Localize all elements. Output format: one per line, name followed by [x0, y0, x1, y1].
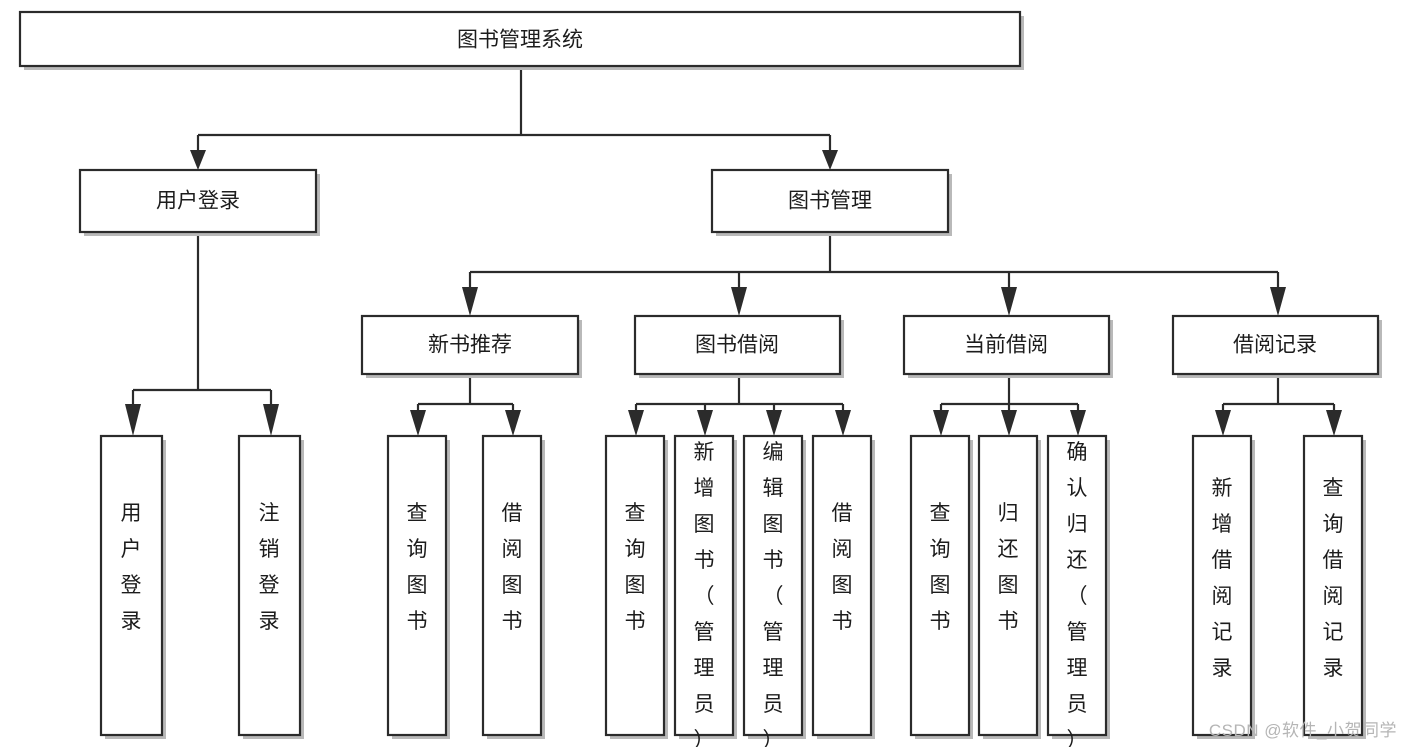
- leaf-user-login[interactable]: 用户登录: [99, 434, 166, 739]
- leaf-add-record-label: 新增借阅记录: [1212, 477, 1233, 680]
- leaf-query-book-1-box: [386, 434, 448, 737]
- leaf-confirm-return[interactable]: 确认归还（管理员）: [1046, 434, 1110, 747]
- node-new-book-rec-box: [360, 314, 580, 376]
- arrow-to-new-book-rec: [462, 287, 478, 316]
- arrow-to-leaf-borrow-book-1: [505, 410, 521, 436]
- leaf-borrow-book-1-label: 借阅图书: [502, 502, 523, 633]
- leaf-return-book[interactable]: 归还图书: [977, 434, 1041, 739]
- leaf-query-book-2-label: 查询图书: [625, 502, 646, 633]
- arrow-to-leaf-user-login: [125, 404, 141, 436]
- node-current-borrow[interactable]: 当前借阅: [902, 314, 1113, 378]
- node-book-manage-box: [710, 168, 950, 234]
- node-borrow-record-label: 借阅记录: [1233, 334, 1317, 357]
- leaf-logout-box: [237, 434, 302, 737]
- leaf-borrow-book-1[interactable]: 借阅图书: [481, 434, 545, 739]
- arrow-to-leaf-confirm-return: [1070, 410, 1086, 436]
- leaf-query-book-1[interactable]: 查询图书: [386, 434, 450, 739]
- leaf-add-book[interactable]: 新增图书（管理员）: [673, 434, 737, 747]
- leaf-add-book-label: 新增图书（管理员）: [694, 441, 715, 747]
- arrow-to-leaf-query-record: [1326, 410, 1342, 436]
- arrow-to-leaf-query-book-1: [410, 410, 426, 436]
- leaf-borrow-book-2-box: [811, 434, 873, 737]
- leaf-add-record-box: [1191, 434, 1253, 737]
- arrow-to-book-borrow: [731, 287, 747, 316]
- node-new-book-rec[interactable]: 新书推荐: [360, 314, 582, 378]
- node-current-borrow-label: 当前借阅: [964, 334, 1048, 357]
- leaf-edit-book-label: 编辑图书（管理员）: [763, 441, 784, 747]
- leaf-query-book-1-label: 查询图书: [407, 502, 428, 633]
- leaf-query-book-3-label: 查询图书: [930, 502, 951, 633]
- node-current-borrow-box: [902, 314, 1111, 376]
- arrow-to-leaf-logout: [263, 404, 279, 436]
- leaf-borrow-book-2-label: 借阅图书: [832, 502, 853, 633]
- arrow-to-leaf-query-book-3: [933, 410, 949, 436]
- node-borrow-record-box: [1171, 314, 1380, 376]
- node-root-box: [18, 10, 1022, 68]
- node-user-login[interactable]: 用户登录: [78, 168, 320, 236]
- leaf-query-record-label: 查询借阅记录: [1323, 477, 1344, 680]
- leaf-logout[interactable]: 注销登录: [237, 434, 304, 739]
- node-book-manage-label: 图书管理: [788, 190, 872, 213]
- arrow-to-borrow-record: [1270, 287, 1286, 316]
- arrow-to-leaf-edit-book: [766, 410, 782, 436]
- node-borrow-record[interactable]: 借阅记录: [1171, 314, 1382, 378]
- leaf-add-book-box: [673, 434, 735, 737]
- arrow-to-book-manage: [822, 150, 838, 170]
- csdn-watermark: CSDN @软件_小贺同学: [1208, 721, 1397, 740]
- leaf-add-record[interactable]: 新增借阅记录: [1191, 434, 1255, 739]
- leaf-return-book-label: 归还图书: [998, 502, 1019, 633]
- leaf-query-record-box: [1302, 434, 1364, 737]
- arrow-to-leaf-add-book: [697, 410, 713, 436]
- node-user-login-box: [78, 168, 318, 234]
- arrow-to-leaf-add-record: [1215, 410, 1231, 436]
- leaf-confirm-return-label: 确认归还（管理员）: [1067, 441, 1088, 747]
- leaf-edit-book-box: [742, 434, 804, 737]
- leaf-user-login-box: [99, 434, 164, 737]
- leaf-user-login-label: 用户登录: [121, 502, 142, 633]
- node-book-borrow-label: 图书借阅: [695, 334, 779, 357]
- leaf-query-record[interactable]: 查询借阅记录: [1302, 434, 1366, 739]
- leaf-query-book-2-box: [604, 434, 666, 737]
- leaf-edit-book[interactable]: 编辑图书（管理员）: [742, 434, 806, 747]
- leaf-confirm-return-box: [1046, 434, 1108, 737]
- arrow-to-user-login: [190, 150, 206, 170]
- node-root-label: 图书管理系统: [457, 29, 583, 52]
- node-user-login-label: 用户登录: [156, 190, 240, 213]
- leaf-borrow-book-2[interactable]: 借阅图书: [811, 434, 875, 739]
- node-book-borrow[interactable]: 图书借阅: [633, 314, 844, 378]
- arrow-to-current-borrow: [1001, 287, 1017, 316]
- arrow-to-leaf-borrow-book-2: [835, 410, 851, 436]
- leaf-borrow-book-1-box: [481, 434, 543, 737]
- node-root[interactable]: 图书管理系统: [18, 10, 1024, 70]
- leaf-logout-label: 注销登录: [259, 502, 280, 633]
- node-book-borrow-box: [633, 314, 842, 376]
- leaf-query-book-2[interactable]: 查询图书: [604, 434, 668, 739]
- node-new-book-rec-label: 新书推荐: [428, 334, 512, 357]
- leaf-query-book-3-box: [909, 434, 971, 737]
- node-book-manage[interactable]: 图书管理: [710, 168, 952, 236]
- leaf-return-book-box: [977, 434, 1039, 737]
- connector-layer: [125, 69, 1342, 436]
- arrow-to-leaf-query-book-2: [628, 410, 644, 436]
- arrow-to-leaf-return-book: [1001, 410, 1017, 436]
- leaf-query-book-3[interactable]: 查询图书: [909, 434, 973, 739]
